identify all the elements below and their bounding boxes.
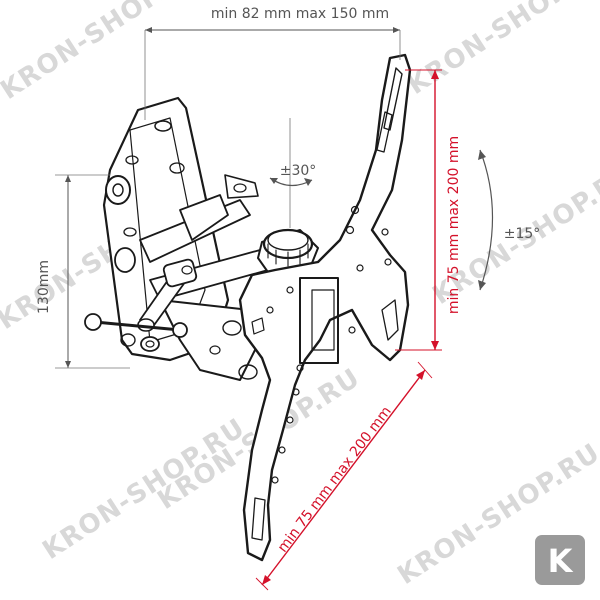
watermark-top-right: KRON-SHOP.RU xyxy=(402,0,600,101)
vesa-plate xyxy=(238,53,412,562)
arrow-down-icon xyxy=(65,361,71,368)
mount-drawing xyxy=(84,53,412,562)
vesa-vertical-label: min 75 mm max 200 mm xyxy=(446,136,462,314)
tilt-label: ±15° xyxy=(504,226,541,242)
watermark-top-left: KRON-SHOP.RU xyxy=(0,0,209,106)
tilt-arc-icon xyxy=(479,149,494,291)
hinge-barrel xyxy=(105,175,136,273)
arrow-right-icon xyxy=(393,27,400,33)
arrow-left-icon xyxy=(145,27,152,33)
top-width-label: min 82 mm max 150 mm xyxy=(211,6,389,22)
arrow-up-icon xyxy=(65,175,71,182)
rotation-label: ±30° xyxy=(280,163,317,179)
logo-letter: K xyxy=(548,542,574,580)
height-label: 130mm xyxy=(36,260,52,314)
vesa-horizontal-dimension-line xyxy=(261,369,426,586)
kron-logo: K xyxy=(535,535,585,585)
locking-handle xyxy=(84,258,198,338)
watermark-bottom-left: KRON-SHOP.RU xyxy=(37,413,250,566)
